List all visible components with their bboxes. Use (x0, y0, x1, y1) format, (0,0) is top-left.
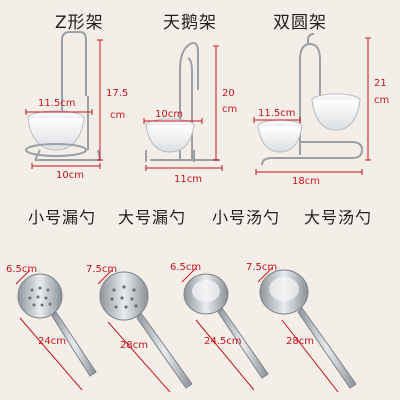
rack-title-z: Z形架 (55, 13, 104, 33)
small-ladle-illustration (183, 273, 269, 379)
rack-dimension-lines (25, 37, 371, 175)
spoon-title-small-ladle: 小号汤勺 (212, 208, 281, 227)
swan-rack-height-label: 20 (222, 88, 235, 99)
swan-rack-width-label: 10cm (155, 109, 183, 120)
z-rack-base-label: 10cm (56, 170, 84, 181)
z-rack-bowl-body (27, 117, 85, 151)
spoon-dimension-lines (15, 267, 339, 393)
large-skimmer-illustration (99, 271, 193, 389)
large-ladle-illustration (259, 269, 357, 389)
swan-rack-illustration (150, 42, 220, 161)
small-skimmer-illustration (17, 273, 97, 377)
double-rack-height-unit: cm (374, 95, 390, 106)
double-rack-illustration (261, 33, 364, 166)
double-rack-height-label: 21 (374, 78, 387, 89)
z-rack-width-label: 11.5cm (38, 98, 76, 109)
z-rack-height-label: 17.5 (106, 88, 129, 99)
large-ladle-head-label: 7.5cm (246, 262, 278, 273)
spoon-title-large-ladle: 大号汤勺 (304, 208, 373, 227)
large-ladle-length-label: 28cm (286, 336, 314, 347)
z-rack-height-unit: cm (110, 110, 126, 121)
rack-title-swan: 天鹅架 (163, 13, 217, 33)
spoon-title-large-skimmer: 大号漏勺 (118, 208, 187, 227)
large-skimmer-length-label: 28cm (120, 340, 148, 351)
small-ladle-length-label: 24.5cm (204, 336, 242, 347)
large-skimmer-head-label: 7.5cm (86, 264, 118, 275)
double-rack-width-label: 11.5cm (258, 108, 296, 119)
swan-rack-base-label: 11cm (174, 174, 202, 185)
rack-title-double: 双圆架 (273, 13, 327, 33)
small-skimmer-length-label: 24cm (38, 336, 66, 347)
spoon-title-small-skimmer: 小号漏勺 (28, 208, 97, 227)
double-rack-base-label: 18cm (292, 176, 320, 187)
small-ladle-head-label: 6.5cm (170, 262, 202, 273)
small-skimmer-head-label: 6.5cm (6, 264, 38, 275)
swan-rack-height-unit: cm (222, 104, 238, 115)
